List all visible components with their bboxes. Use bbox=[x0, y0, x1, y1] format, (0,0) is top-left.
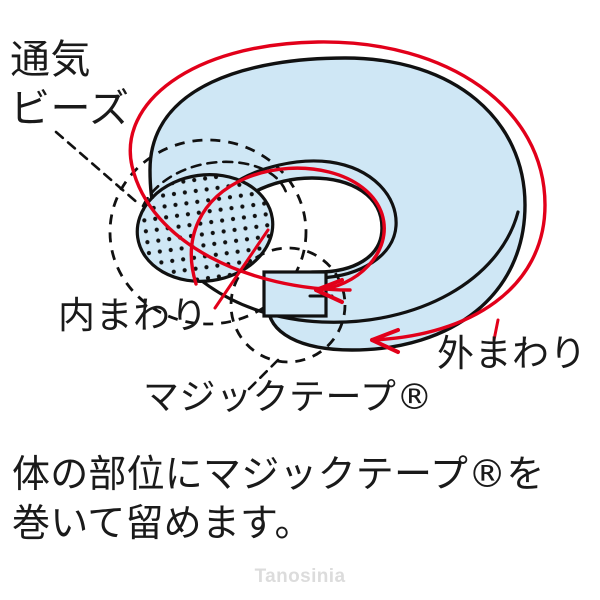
outer-circumference-arc bbox=[128, 40, 547, 342]
dashed-leaders bbox=[54, 130, 280, 392]
label-outer-circumference: 外まわり bbox=[437, 332, 587, 375]
bead-section-cut-edge bbox=[141, 160, 288, 208]
label-inner-circumference: 内まわり bbox=[58, 294, 208, 337]
velcro-callout-circle bbox=[229, 246, 347, 364]
outer-label-leader bbox=[492, 318, 500, 342]
inner-label-leader bbox=[213, 228, 270, 310]
callout-circles bbox=[108, 138, 347, 364]
instruction-caption: 体の部位にマジックテープ®を 巻いて留めます。 bbox=[12, 452, 545, 545]
velcro-label-leader bbox=[246, 358, 280, 392]
beads-label-leader bbox=[54, 130, 142, 207]
bead-callout-circle bbox=[108, 138, 308, 326]
velcro-tab-rect bbox=[262, 270, 328, 318]
bead-fill-ellipse bbox=[135, 173, 275, 283]
ventilation-bead-section bbox=[135, 160, 288, 283]
inner-circumference-arc bbox=[189, 166, 386, 292]
label-ventilation-beads: 通気 ビーズ bbox=[10, 37, 130, 132]
outer-arrow-head bbox=[370, 328, 400, 354]
label-velcro-tape: マジックテープ® bbox=[143, 377, 433, 418]
red-annotation-arrows bbox=[128, 40, 547, 354]
inner-arrow-head bbox=[314, 278, 344, 304]
watermark-text: Tanosinia bbox=[254, 566, 346, 587]
